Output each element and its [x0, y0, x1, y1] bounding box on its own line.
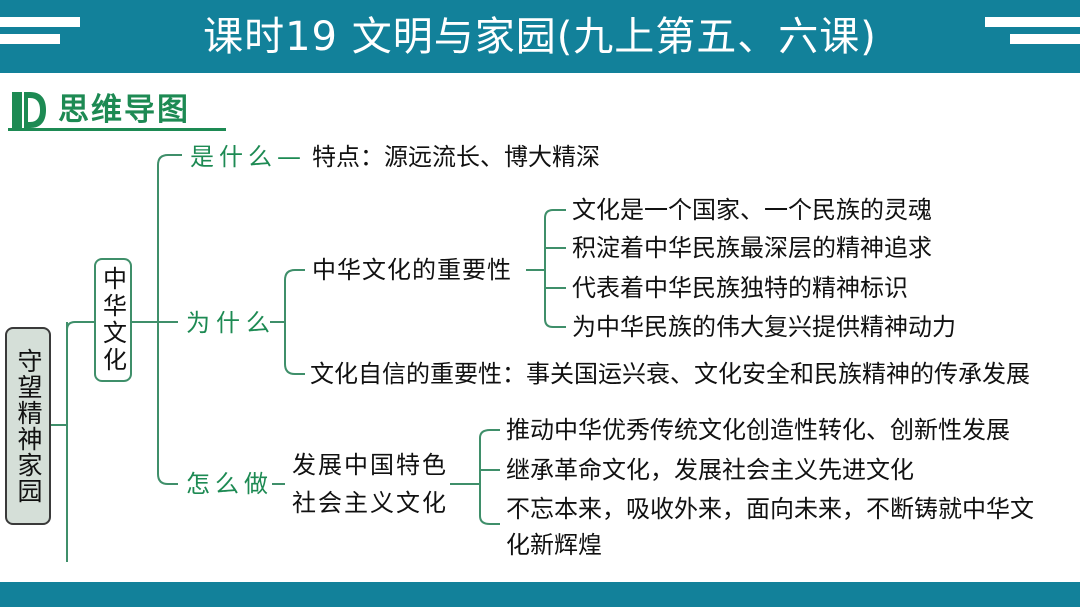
header-decoration: [1010, 34, 1080, 44]
importance-item: 积淀着中华民族最深层的精神追求: [572, 234, 932, 262]
importance-item: 文化是一个国家、一个民族的灵魂: [572, 196, 932, 224]
how-item: 不忘本来，吸收外来，面向未来，不断铸就中华文: [506, 495, 1034, 523]
mid-label: 中华文化: [98, 266, 127, 374]
importance-item: 为中华民族的伟大复兴提供精神动力: [572, 313, 956, 341]
branch-label-how: 怎么做: [186, 470, 273, 498]
branch-label-why: 为什么: [186, 309, 276, 337]
mid-node: 中华文化: [94, 258, 132, 382]
footer-bar: [0, 582, 1080, 607]
header-decoration: [0, 34, 60, 44]
how-item: 继承革命文化，发展社会主义先进文化: [506, 456, 914, 484]
how-goal-line1: 发展中国特色: [292, 451, 448, 479]
what-feature: 特点：源远流长、博大精深: [312, 143, 600, 171]
section-title: 思维导图: [58, 92, 190, 128]
why-confidence: 文化自信的重要性：事关国运兴衰、文化安全和民族精神的传承发展: [310, 360, 1030, 388]
header-decoration: [985, 17, 1080, 27]
root-label: 守望精神家园: [14, 348, 43, 504]
root-node: 守望精神家园: [5, 327, 51, 525]
importance-item: 代表着中华民族独特的精神标识: [572, 274, 908, 302]
why-importance: 中华文化的重要性: [312, 256, 512, 284]
book-icon: [12, 92, 46, 128]
page-title: 课时19 文明与家园(九上第五、六课): [203, 14, 877, 60]
header-bar: 课时19 文明与家园(九上第五、六课): [0, 0, 1080, 73]
how-item: 化新辉煌: [506, 531, 602, 559]
branch-label-what: 是什么—: [190, 143, 306, 171]
section-underline: [8, 128, 226, 131]
how-goal-line2: 社会主义文化: [292, 489, 448, 517]
header-decoration: [0, 17, 80, 27]
how-item: 推动中华优秀传统文化创造性转化、创新性发展: [506, 416, 1010, 444]
